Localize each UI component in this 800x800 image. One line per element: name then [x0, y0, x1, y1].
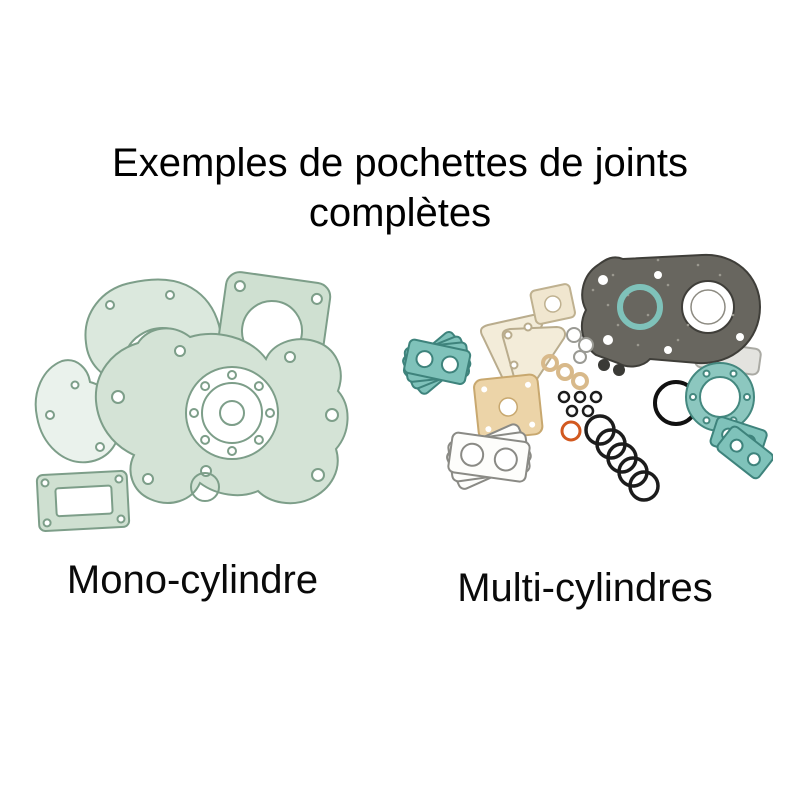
orange-o-ring [560, 420, 582, 442]
dark-seals [598, 359, 625, 376]
mono-cylinder-gasket-illustration [34, 271, 349, 532]
teal-gasket-pair [709, 416, 773, 480]
reed-valve-gasket [35, 469, 131, 532]
small-cream-gasket [529, 283, 576, 325]
page-title: Exemples de pochettes de joints complète… [0, 138, 800, 238]
black-o-ring-fan [584, 414, 660, 502]
title-line1: Exemples de pochettes de joints [112, 141, 688, 185]
label-multi-cylindres: Multi-cylindres [457, 566, 713, 610]
round-seal-outline [190, 472, 220, 502]
multi-cylinder-gasket-illustration [402, 253, 773, 502]
cylinder-head-gasket [185, 366, 279, 460]
white-gasket-fan [446, 423, 532, 490]
dark-crankcase-gasket [580, 253, 762, 368]
tan-washers [541, 354, 589, 390]
small-black-o-rings [557, 390, 603, 418]
white-rings [566, 327, 594, 364]
title-line2: complètes [308, 191, 492, 235]
label-mono-cylindre: Mono-cylindre [66, 558, 319, 602]
teal-o-ring [617, 284, 663, 330]
gasket-speckles [591, 258, 735, 347]
figure-mono-cylindre [20, 265, 365, 545]
teal-gasket-fan [402, 330, 472, 395]
figure-multi-cylindres [368, 245, 773, 525]
